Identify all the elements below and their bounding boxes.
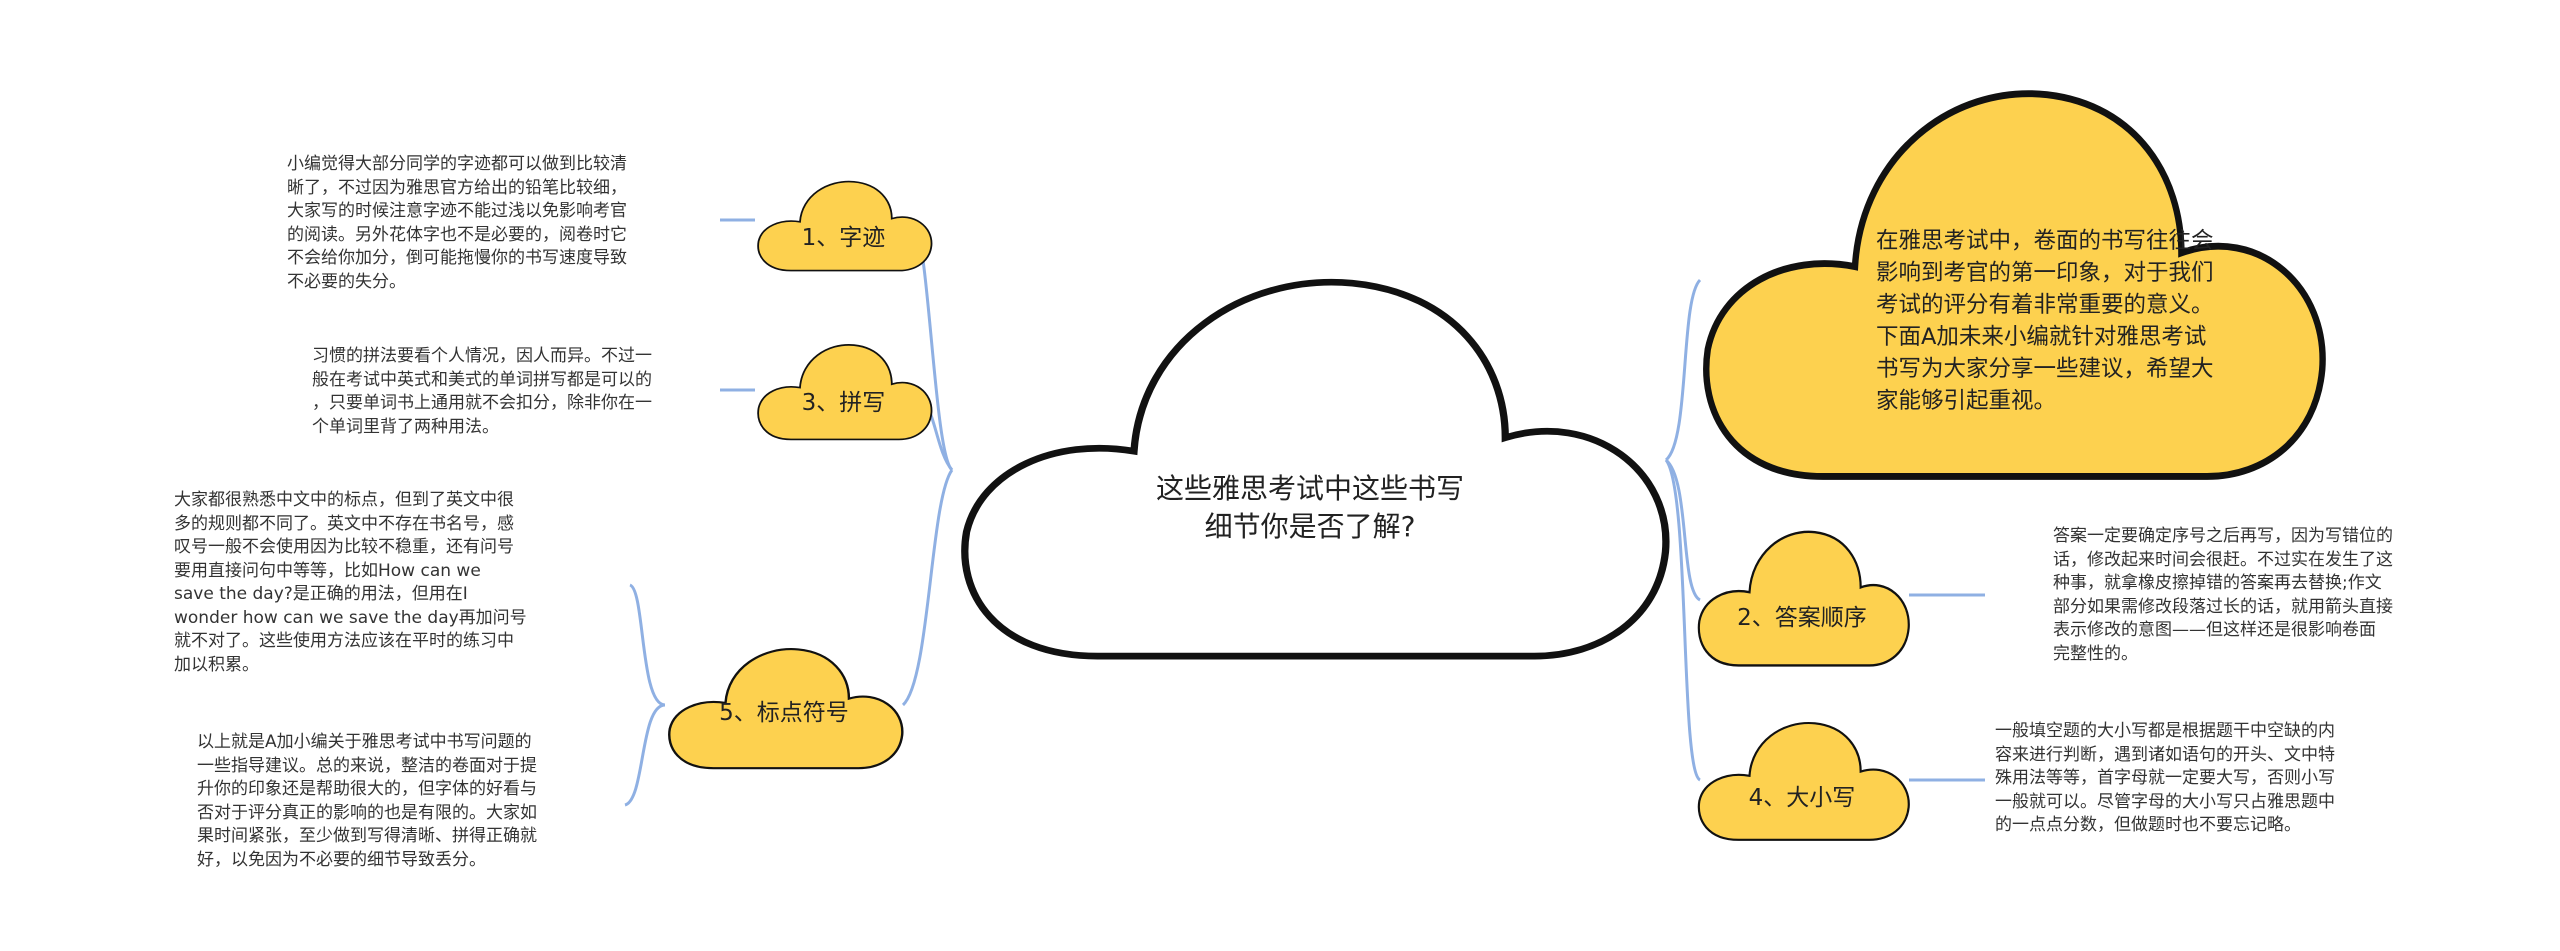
node-label-answer-order[interactable]: 2、答案顺序: [1737, 605, 1867, 631]
note-answer-order: 答案一定要确定序号之后再写，因为写错位的 话，修改起来时间会很赶。不过实在发生了…: [2053, 526, 2393, 664]
intro-text: 在雅思考试中，卷面的书写往往会 影响到考官的第一印象，对于我们 考试的评分有着非…: [1876, 228, 2214, 414]
central-topic[interactable]: 这些雅思考试中这些书写 细节你是否了解?: [1155, 472, 1464, 543]
node-label-punctuation[interactable]: 5、标点符号: [719, 700, 849, 726]
connector-node5-text2: [624, 703, 666, 807]
connector-center-node5: [901, 469, 954, 707]
connector-node5-text1: [629, 583, 666, 707]
connector-center-intro: [1664, 278, 1702, 462]
node-label-capitalization[interactable]: 4、大小写: [1748, 785, 1856, 811]
note-capitalization: 一般填空题的大小写都是根据题干中空缺的内 容来进行判断，遇到诸如语句的开头、文中…: [1995, 721, 2335, 835]
note-handwriting: 小编觉得大部分同学的字迹都可以做到比较清 晰了，不过因为雅思官方给出的铅笔比较细…: [287, 154, 627, 292]
node-label-spelling[interactable]: 3、拼写: [801, 390, 886, 416]
note-punctuation: 大家都很熟悉中文中的标点，但到了英文中很 多的规则都不同了。英文中不存在书名号，…: [174, 490, 527, 675]
connector-center-node4: [1664, 459, 1702, 782]
node-label-handwriting[interactable]: 1、字迹: [801, 225, 886, 251]
note-conclusion: 以上就是A加小编关于雅思考试中书写问题的 一些指导建议。总的来说，整洁的卷面对于…: [197, 732, 537, 870]
connector-center-node2: [1664, 458, 1701, 602]
note-spelling: 习惯的拼法要看个人情况，因人而异。不过一 般在考试中英式和美式的单词拼写都是可以…: [312, 346, 652, 437]
